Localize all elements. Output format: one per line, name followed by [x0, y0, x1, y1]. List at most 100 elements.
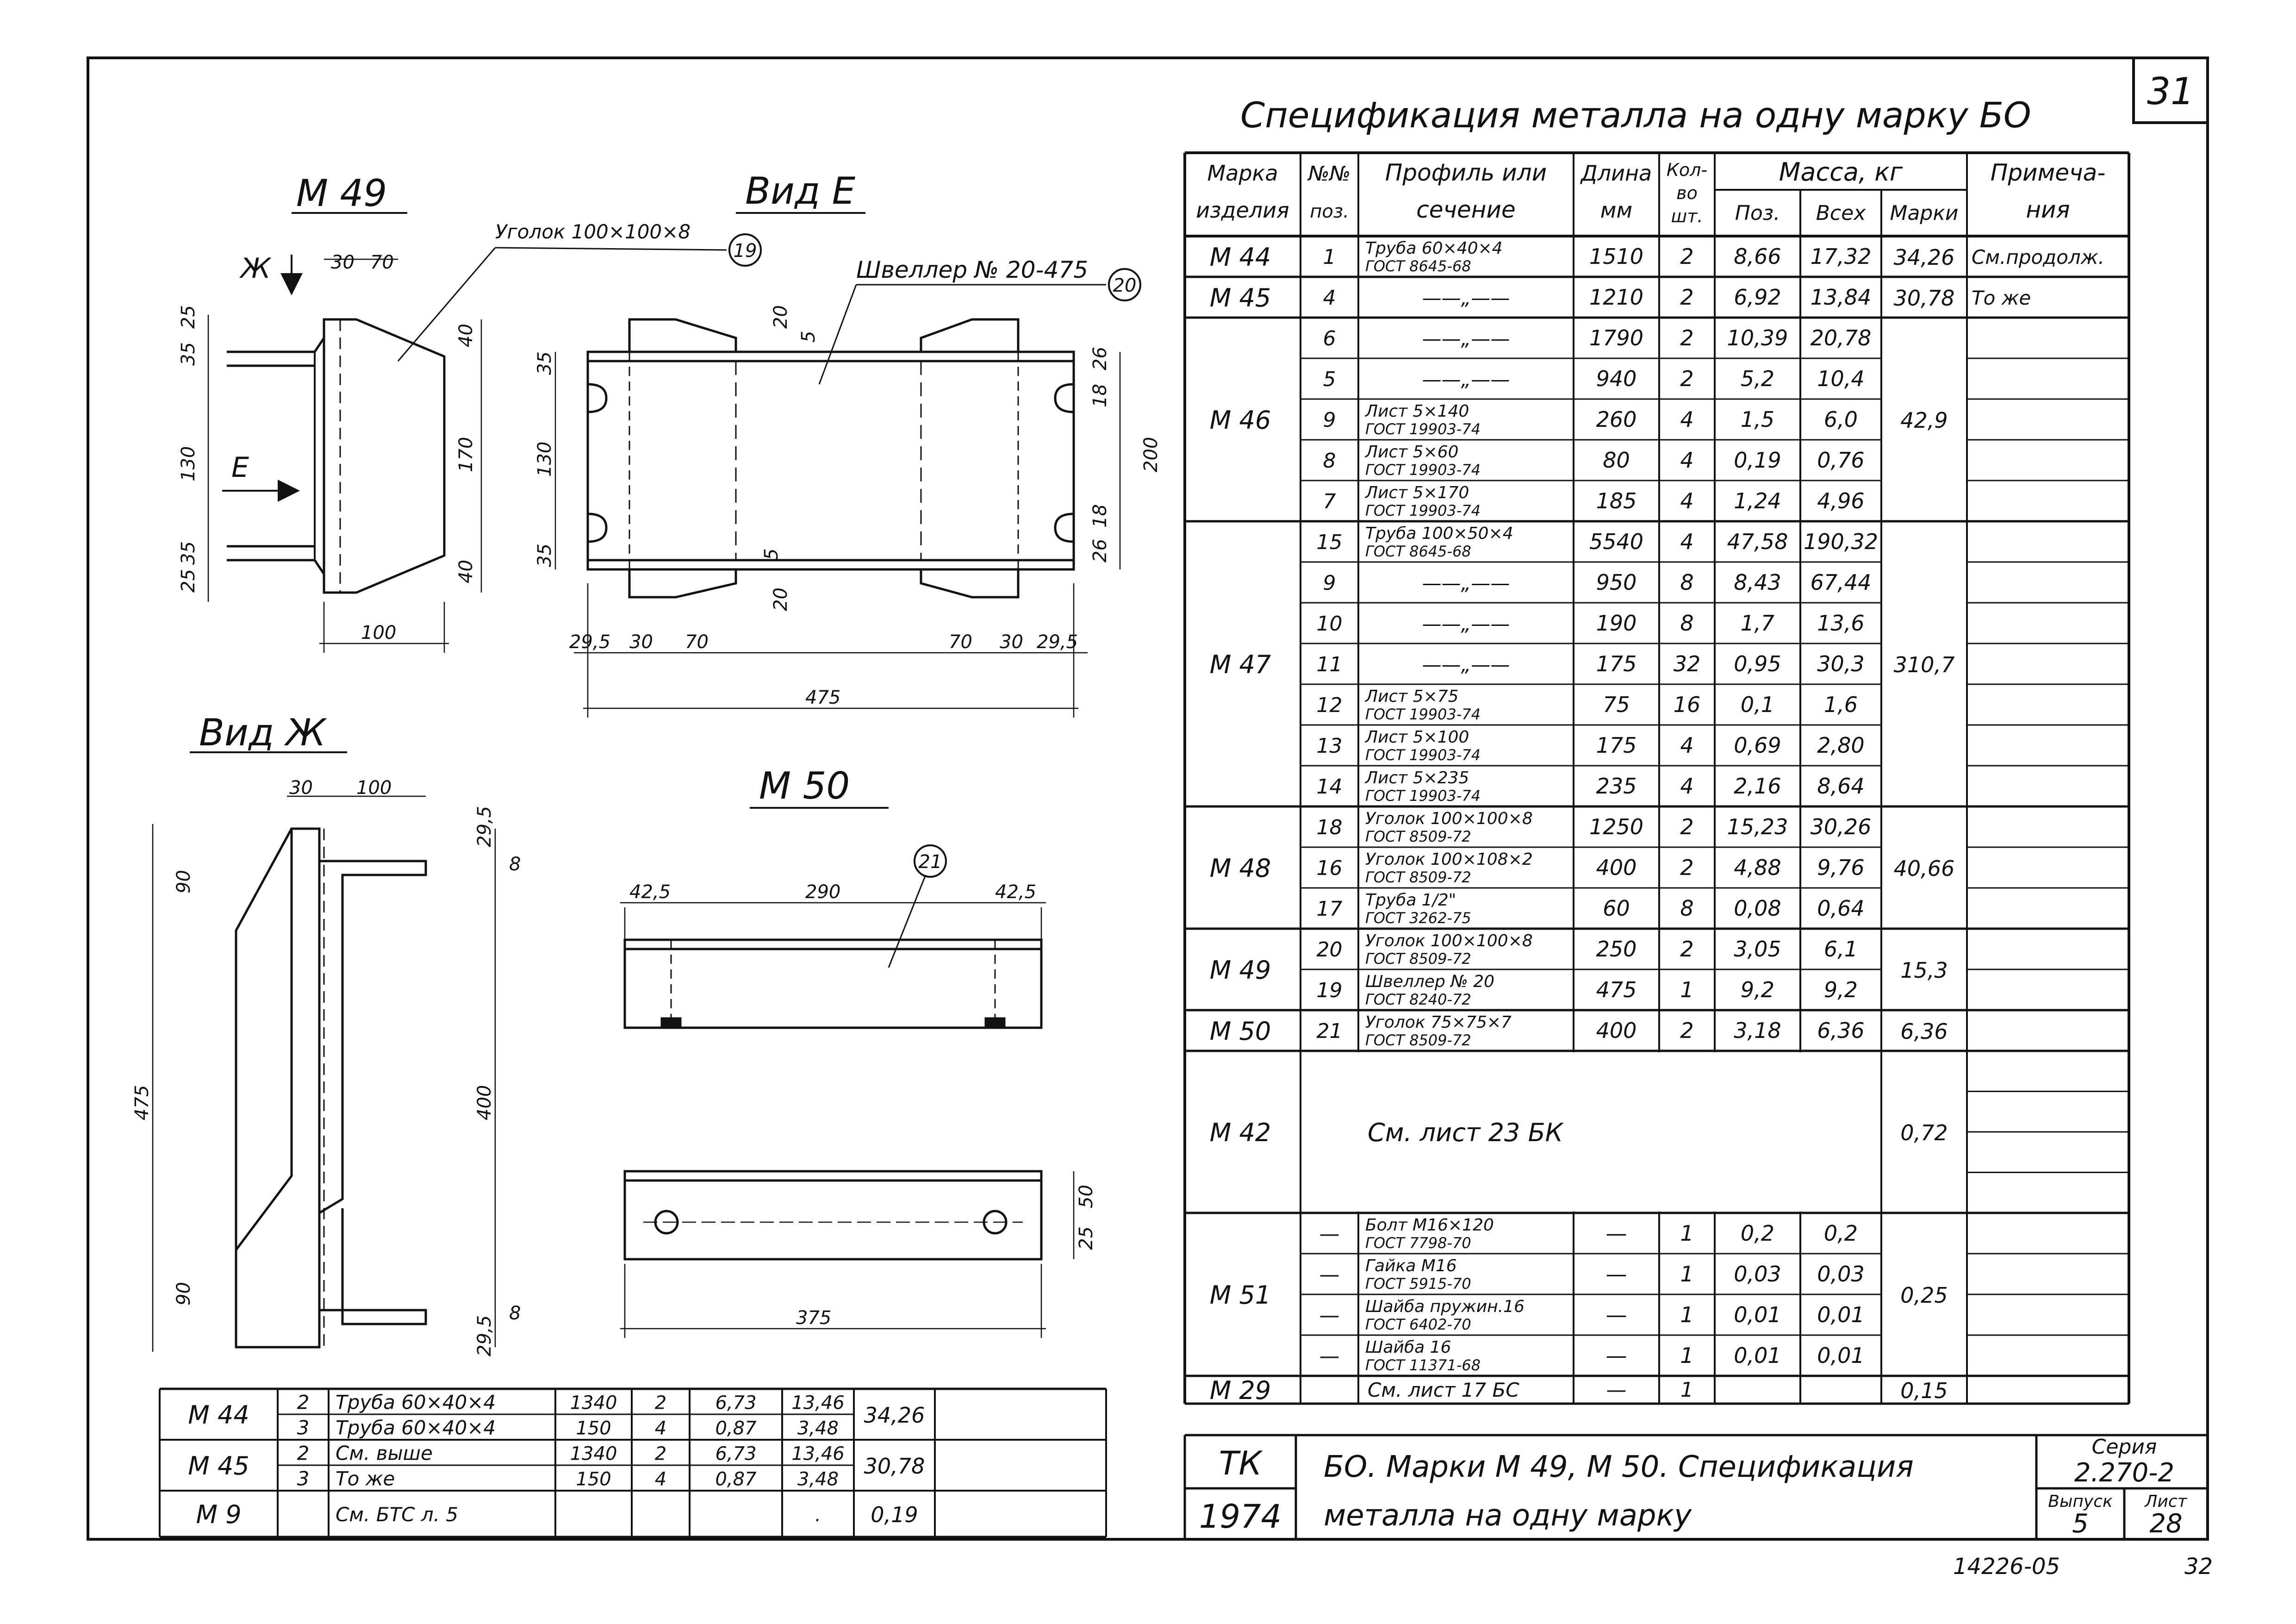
view-e-channel-label: Швеллер № 20-475 [856, 256, 1088, 283]
cell-length: — [1606, 1343, 1627, 1368]
cell-qty: 4 [1680, 774, 1693, 799]
cell-mass-all: 30,3 [1817, 651, 1864, 676]
cell-length: 940 [1596, 366, 1637, 391]
header-profile: Профиль или [1385, 159, 1547, 186]
cell-length: 75 [1603, 692, 1630, 717]
title-block-line1: БО. Марки М 49, М 50. Спецификация [1324, 1450, 1914, 1484]
cell-length: 5540 [1589, 529, 1643, 554]
row-mark-3: М 47 [1210, 650, 1271, 679]
view-e-dim-35a: 35 [534, 351, 555, 375]
cell-length: — [1606, 1221, 1627, 1246]
cell-profile-gost: ГОСТ 8509-72 [1365, 950, 1471, 968]
cell-mass-pos: 0,95 [1734, 651, 1781, 676]
cell-qty: 2 [1680, 1018, 1693, 1043]
bottom-cell-length: 1340 [570, 1443, 617, 1465]
cell-mass-all: 0,76 [1817, 448, 1864, 473]
bottom-cell-profile: См. выше [336, 1442, 433, 1465]
cell-pos: 11 [1317, 653, 1343, 676]
m49-dim-40a: 40 [455, 324, 477, 347]
cell-mass-all: 190,32 [1804, 529, 1878, 554]
row-mark-mass-0: 34,26 [1894, 245, 1955, 270]
cell-qty: 2 [1680, 855, 1693, 880]
cell-length: 400 [1596, 1018, 1637, 1043]
view-m49: М 49 Уголок 100×100×8 19 Ж Е 30 70 25 [178, 172, 762, 653]
cell-qty: 32 [1674, 651, 1701, 676]
cell-mass-pos: 0,2 [1741, 1221, 1774, 1246]
cell-pos: — [1319, 1344, 1340, 1368]
bottom-cell-profile: То же [336, 1468, 395, 1490]
m49-dim-35a: 35 [178, 342, 199, 366]
cell-profile: ——„—— [1422, 287, 1510, 309]
cell-profile-gost: ГОСТ 19903-74 [1365, 502, 1481, 519]
cell-mass-pos: 0,1 [1741, 692, 1774, 717]
bottom-cell-pos: 2 [297, 1442, 310, 1465]
cell-mass-pos: 0,08 [1734, 896, 1781, 921]
bottom-cell-mass-all: 13,46 [791, 1443, 845, 1465]
view-zh-dim-475: 475 [131, 1085, 153, 1120]
cell-length: 1790 [1589, 325, 1643, 350]
m49-dim-40b: 40 [455, 560, 477, 583]
cell-qty: 2 [1680, 325, 1693, 350]
cell-pos: 12 [1317, 693, 1343, 717]
row-mark-4: М 48 [1210, 854, 1271, 883]
cell-profile: ——„—— [1422, 612, 1510, 635]
view-e-dim-70b: 70 [949, 631, 972, 653]
view-zh-dim-30: 30 [289, 777, 313, 799]
cell-profile-gost: ГОСТ 19903-74 [1365, 706, 1481, 723]
cell-mass-all: 8,64 [1817, 774, 1864, 799]
m50-dim-375: 375 [796, 1307, 831, 1329]
header-mass-all: Всех [1816, 201, 1866, 225]
cell-qty: 1 [1680, 1221, 1693, 1246]
view-e-dim-20a: 20 [770, 305, 791, 329]
cell-mass-pos: 6,92 [1734, 285, 1781, 310]
cell-profile-gost: ГОСТ 8645-68 [1365, 257, 1471, 275]
title-block-seria: 2.270-2 [2074, 1458, 2174, 1488]
cell-profile-gost: ГОСТ 19903-74 [1365, 420, 1481, 438]
header-profile-2: сечение [1416, 196, 1516, 223]
row-mark-1: М 45 [1210, 283, 1271, 312]
bottom-row-mark-mass-0: 34,26 [864, 1403, 925, 1428]
cell-profile-gost: ГОСТ 3262-75 [1365, 909, 1471, 927]
view-e-title: Вид Е [745, 169, 856, 212]
cell-qty: 16 [1674, 692, 1701, 717]
header-mass-pos: Поз. [1735, 201, 1780, 225]
m50-dim-42-5a: 42,5 [629, 881, 671, 903]
cell-mass-pos: 0,01 [1734, 1302, 1781, 1327]
cell-profile: Болт М16×120 [1365, 1216, 1494, 1235]
cell-profile: Уголок 100×100×8 [1365, 931, 1533, 950]
m49-arrow-zh: Ж [239, 252, 272, 285]
header-mass-mark: Марки [1890, 201, 1958, 225]
cell-qty: 8 [1680, 611, 1693, 636]
cell-profile: Лист 5×100 [1364, 728, 1469, 747]
cell-mass-pos: 5,2 [1741, 366, 1774, 391]
cell-pos: 16 [1317, 856, 1343, 880]
cell-qty: 2 [1680, 937, 1693, 962]
view-e-dim-18a: 18 [1089, 384, 1111, 407]
cell-mass-all: 67,44 [1811, 570, 1872, 595]
bottom-row-mark-mass-2: 0,19 [871, 1502, 918, 1527]
cell-pos: 4 [1323, 286, 1336, 310]
title-block-list-label: Лист [2144, 1492, 2187, 1511]
header-note: Примеча- [1991, 159, 2106, 186]
cell-qty: 4 [1680, 448, 1693, 473]
cell-pos: 9 [1323, 408, 1336, 432]
cell-length: 260 [1596, 407, 1637, 432]
footer-page: 32 [2184, 1554, 2213, 1580]
cell-length: 475 [1596, 977, 1637, 1002]
cell-mass-all: 20,78 [1811, 325, 1872, 350]
row-mark-mass-7: 0,72 [1900, 1120, 1948, 1145]
cell-pos: 1 [1323, 245, 1336, 269]
cell-mass-all: 4,96 [1817, 488, 1864, 513]
title-block: ТК 1974 БО. Марки М 49, М 50. Спецификац… [1183, 1434, 2208, 1539]
bottom-cell-mass-pos: 0,87 [715, 1469, 757, 1490]
cell-profile-gost: ГОСТ 8509-72 [1365, 1031, 1471, 1049]
cell-profile-gost: ГОСТ 8240-72 [1365, 991, 1471, 1008]
cell-mass-all: 10,4 [1817, 366, 1864, 391]
cell-pos: 21 [1317, 1019, 1343, 1043]
header-note-2: ния [2026, 196, 2070, 223]
cell-profile-gost: ГОСТ 19903-74 [1365, 746, 1481, 764]
header-length: Длина [1580, 161, 1652, 186]
view-e-dim-200: 200 [1140, 437, 1162, 472]
cell-mass-all: 9,76 [1817, 855, 1864, 880]
bottom-cell-pos: 3 [297, 1468, 310, 1490]
